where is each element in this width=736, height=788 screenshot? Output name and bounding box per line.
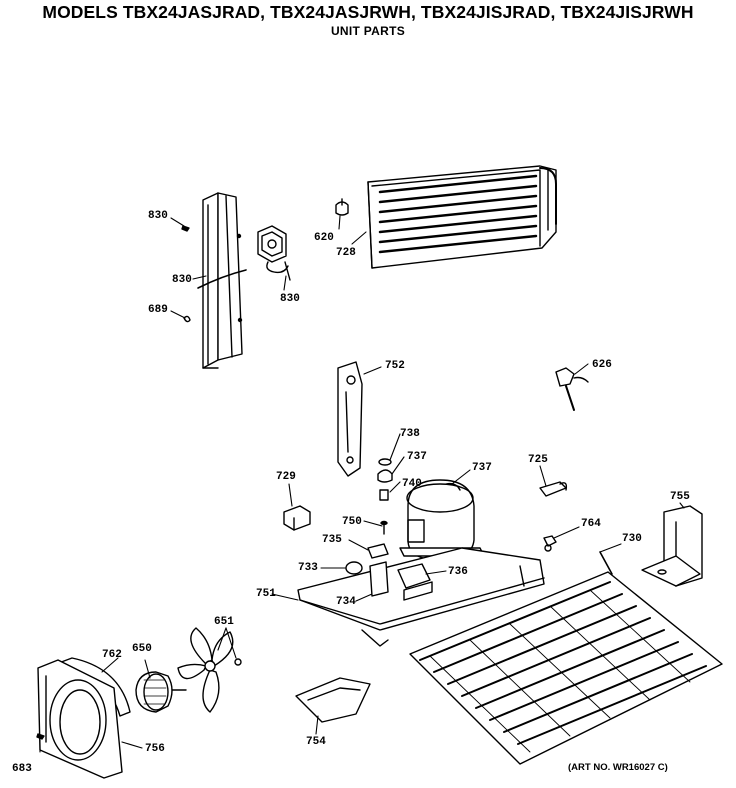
callout-755: 755 [670, 491, 690, 503]
bracket-752 [338, 362, 362, 476]
grommets [378, 459, 392, 500]
drain-pan-754 [296, 678, 370, 722]
callout-737-bottom: 740 [402, 478, 422, 490]
capacitor-729 [284, 506, 310, 530]
callout-683: 683 [12, 763, 32, 775]
callout-756: 756 [145, 743, 165, 755]
coil-730 [410, 552, 722, 764]
clip-689 [184, 316, 190, 321]
callout-738: 738 [400, 428, 420, 440]
callout-740: 725 [528, 454, 548, 466]
screw-750 [381, 522, 387, 535]
channel-bracket [198, 193, 246, 368]
art-number: (ART NO. WR16027 C) [568, 762, 668, 773]
callout-736: 736 [448, 566, 468, 578]
compressor-725 [400, 480, 484, 560]
callout-651: 651 [214, 616, 234, 628]
callout-764: 764 [581, 518, 601, 530]
callout-751: 751 [256, 588, 276, 600]
callout-730: 730 [622, 533, 642, 545]
callout-830-clamp: 830 [280, 293, 300, 305]
fan-motor-650 [136, 672, 186, 712]
clip-764 [544, 536, 556, 551]
callout-626: 626 [592, 359, 612, 371]
diagram-subtitle: UNIT PARTS [330, 24, 406, 38]
callout-830-bracket: 830 [172, 274, 192, 286]
cord-626 [556, 368, 588, 410]
callout-737-top: 737 [407, 451, 427, 463]
callout-830-screw: 830 [148, 210, 168, 222]
callout-689: 689 [148, 304, 168, 316]
tray-components [346, 544, 432, 600]
cover-755 [642, 506, 702, 586]
leader-lines [40, 216, 684, 752]
callout-620: 620 [314, 232, 334, 244]
callout-752: 752 [385, 360, 405, 372]
condenser-728 [368, 166, 556, 268]
callout-728-condenser: 728 [336, 247, 356, 259]
clamp-830 [258, 226, 290, 280]
clip-740 [540, 482, 566, 496]
callout-750: 750 [342, 516, 362, 528]
callout-762: 762 [102, 649, 122, 661]
callout-729: 729 [276, 471, 296, 483]
drier-620 [336, 199, 348, 215]
callout-725: 737 [472, 462, 492, 474]
callout-650: 650 [132, 643, 152, 655]
diagram-title: MODELS TBX24JASJRAD, TBX24JASJRWH, TBX24… [42, 2, 694, 22]
callout-754: 754 [306, 736, 326, 748]
screw-830 [182, 226, 189, 231]
fan-blade-651 [178, 628, 241, 712]
callout-735: 735 [322, 534, 342, 546]
callout-733: 733 [298, 562, 318, 574]
screw-683 [37, 734, 44, 739]
callout-734: 734 [336, 596, 356, 608]
